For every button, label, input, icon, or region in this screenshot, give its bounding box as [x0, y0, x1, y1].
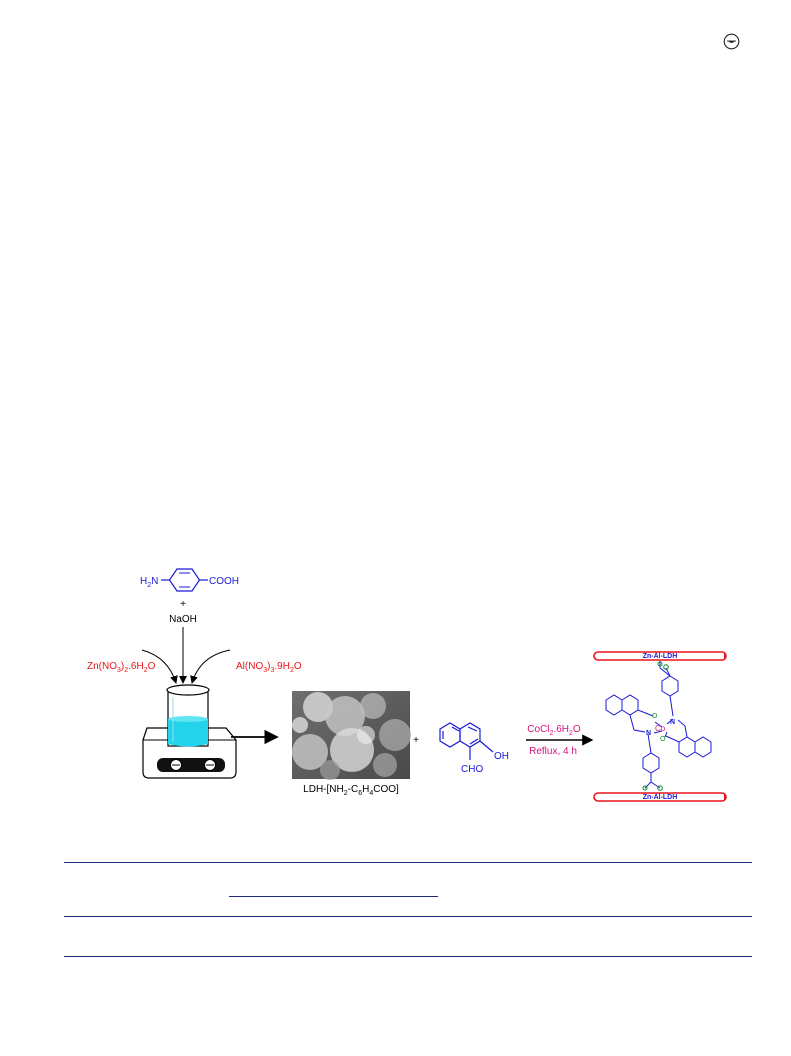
- aminobenzoic-acid-structure: H2N COOH: [140, 568, 239, 592]
- top-divider: [64, 862, 752, 863]
- ldh-support-top-label: Zn-Al-LDH: [643, 653, 678, 660]
- phenolate-oxygen-right-label: O: [660, 736, 666, 743]
- amine-label: H2N: [140, 576, 158, 589]
- arrow-aluminum-to-beaker: [190, 649, 231, 684]
- underline-link[interactable]: [229, 896, 438, 897]
- phenolate-oxygen-left-label: O: [652, 713, 658, 720]
- cobalt-complex-structure: [605, 661, 712, 789]
- ldh-support-bottom-label: Zn-Al-LDH: [643, 794, 678, 801]
- arrow-zinc-to-beaker: [141, 649, 178, 684]
- zinc-nitrate-label: Zn(NO3)2.6H2O: [87, 661, 156, 674]
- cc-badge-icon: [723, 33, 740, 50]
- sem-micrograph-image: [292, 691, 411, 780]
- oxygen-bottom-atom-2: [642, 785, 648, 791]
- beaker-on-hotplate-illustration: [142, 684, 237, 779]
- imine-nitrogen-bottom-label: N: [646, 730, 651, 737]
- middle-divider: [64, 916, 752, 917]
- oxygen-top-atom-2: [657, 661, 663, 667]
- hydroxy-label: OH: [494, 751, 509, 762]
- ldh-layer-bottom: [593, 792, 727, 802]
- naphthaldehyde-structure: [439, 722, 494, 760]
- ldh-layer-top: [593, 651, 727, 661]
- cobalt-reagent-label: CoCl2.6H2O: [527, 724, 581, 737]
- oxygen-bottom-atom: [657, 785, 663, 791]
- carboxyl-label: COOH: [209, 576, 239, 587]
- imine-nitrogen-top-label: N: [670, 719, 675, 726]
- formyl-label: CHO: [461, 764, 483, 775]
- oxygen-top-atom: [663, 664, 669, 670]
- aluminum-nitrate-label: Al(NO3)3.9H2O: [236, 661, 302, 674]
- base-label: NaOH: [169, 614, 197, 625]
- plus-sign-middle: +: [413, 735, 419, 746]
- ldh-intermediate-label: LDH-[NH2-C6H4COO]: [303, 784, 399, 797]
- reflux-condition-label: Reflux, 4 h: [529, 746, 577, 757]
- plus-sign-top: +: [180, 599, 186, 610]
- cobalt-center-label: Co: [655, 724, 666, 733]
- bottom-divider: [64, 956, 752, 957]
